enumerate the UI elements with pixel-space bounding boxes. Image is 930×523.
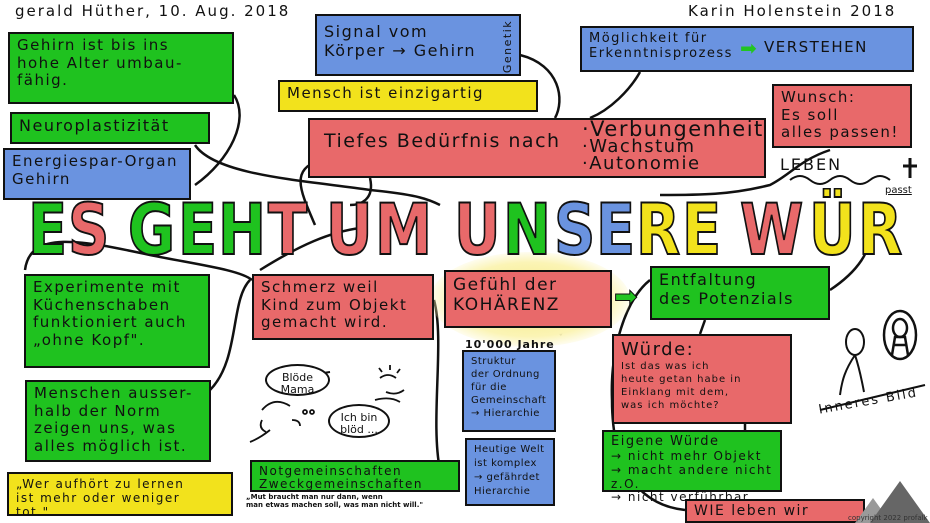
main-title: ES GEHT UM UNSERE WÜRDE xyxy=(27,189,918,345)
note-gehirn-umbau: Gehirn ist bis ins hohe Alter umbau- fäh… xyxy=(8,32,234,104)
author-left: gerald Hüther, 10. Aug. 2018 xyxy=(15,2,291,20)
speech-bubble-mama: Blöde Mama xyxy=(265,364,330,396)
note-beduerfnis: Tiefes Bedürfnis nach ·Verbungenheit ·Wa… xyxy=(308,118,766,178)
title-letter: E xyxy=(595,189,636,271)
note-schmerz: Schmerz weil Kind zum Objekt gemacht wir… xyxy=(252,274,434,340)
title-letter: M xyxy=(374,189,433,271)
author-right: Karin Holenstein 2018 xyxy=(688,2,897,20)
eigene-wuerde-title: Eigene Würde xyxy=(611,434,720,449)
note-eigene-wuerde: Eigene Würde → nicht mehr Objekt → macht… xyxy=(602,430,782,504)
wuerde-text: Ist das was ich heute getan habe in Eink… xyxy=(621,361,742,412)
beduerfnis-item: ·Wachstum xyxy=(582,136,696,157)
note-heutige-welt: Heutige Welt ist komplex → gefährdet Hie… xyxy=(465,438,555,506)
arrow-right-icon: ➡ xyxy=(613,280,638,314)
leben-label: LEBEN xyxy=(780,155,843,174)
title-letter: W xyxy=(739,189,804,271)
person-figure xyxy=(839,328,865,396)
passt-label: passt xyxy=(885,185,912,196)
note-struktur: Struktur der Ordnung für die Gemeinschaf… xyxy=(462,350,556,432)
title-letter: G xyxy=(127,189,176,271)
note-notgemeinschaften: Notgemeinschaften Zweckgemeinschaften xyxy=(250,460,460,492)
child-figure-1 xyxy=(374,365,405,403)
note-menschen-norm: Menschen ausser- halb der Norm zeigen un… xyxy=(25,380,211,462)
note-mensch-einzigartig: Mensch ist einzigartig xyxy=(278,80,538,112)
copyright-label: copyright 2022 profalk xyxy=(848,514,928,522)
moeglichkeit-text: Möglichkeit für Erkenntnisprozess xyxy=(589,31,733,62)
note-wie-leben: WIE leben wir xyxy=(685,499,865,523)
beduerfnis-item: ·Verbungenheit xyxy=(582,117,764,141)
title-letter: E xyxy=(681,189,722,271)
eigene-item-text: macht andere nicht z.O. xyxy=(611,462,773,491)
quote-mut: „Mut braucht man nur dann, wenn man etwa… xyxy=(246,493,424,509)
title-letter: S xyxy=(67,189,110,271)
beduerfnis-text: Tiefes Bedürfnis nach xyxy=(324,130,561,152)
beduerfnis-item: ·Autonomie xyxy=(582,153,701,174)
title-letter: R xyxy=(635,189,681,271)
title-letter: U xyxy=(325,189,373,271)
title-letter: E xyxy=(177,189,218,271)
eigene-item: → macht andere nicht z.O. xyxy=(611,462,773,491)
verstehen-label: VERSTEHEN xyxy=(764,38,868,56)
signal-text: Signal vom Körper → Gehirn xyxy=(324,22,476,60)
note-experimente: Experimente mit Küchenschaben funktionie… xyxy=(24,274,210,368)
note-energiespar: Energiespar-Organ Gehirn xyxy=(3,148,191,200)
note-neuroplastizitaet: Neuroplastizität xyxy=(10,112,210,144)
quote-lernen: „Wer aufhört zu lernen ist mehr oder wen… xyxy=(7,472,233,519)
note-kohaerenz: Gefühl der KOHÄRENZ xyxy=(444,270,612,328)
note-entfaltung: Entfaltung des Potenzials xyxy=(650,266,830,320)
wuerde-title: Würde: xyxy=(621,339,695,360)
cross-icon xyxy=(903,158,917,178)
eigene-item: → nicht mehr Objekt xyxy=(611,448,762,463)
mirror-image-figure xyxy=(882,309,918,361)
thought-bubble-bloed: Ich bin blöd ... xyxy=(328,404,390,438)
jahre-label: 10'000 Jahre xyxy=(465,338,555,351)
title-letter: U xyxy=(454,189,502,271)
title-letter: N xyxy=(502,189,552,271)
note-signal: Signal vom Körper → Gehirn Genetik xyxy=(315,14,521,76)
logo-mountains-icon xyxy=(855,481,930,523)
note-wuerde: Würde: Ist das was ich heute getan habe … xyxy=(612,334,792,424)
beduerfnis-list: ·Verbungenheit ·Wachstum ·Autonomie xyxy=(582,117,764,174)
note-moeglichkeit: Möglichkeit für Erkenntnisprozess ➡ VERS… xyxy=(580,26,914,72)
eigene-item-text: nicht mehr Objekt xyxy=(627,448,762,463)
arrow-right-icon: ➡ xyxy=(740,36,759,60)
title-letter: R xyxy=(857,189,903,271)
title-letter: H xyxy=(217,189,267,271)
title-letter: T xyxy=(267,189,308,271)
note-wunsch: Wunsch: Es soll alles passen! xyxy=(772,84,912,148)
genetik-label: Genetik xyxy=(500,19,514,74)
child-figure-2 xyxy=(249,400,315,443)
title-letter: E xyxy=(27,189,68,271)
title-letter: S xyxy=(553,189,596,271)
title-letter: Ü xyxy=(808,189,856,271)
